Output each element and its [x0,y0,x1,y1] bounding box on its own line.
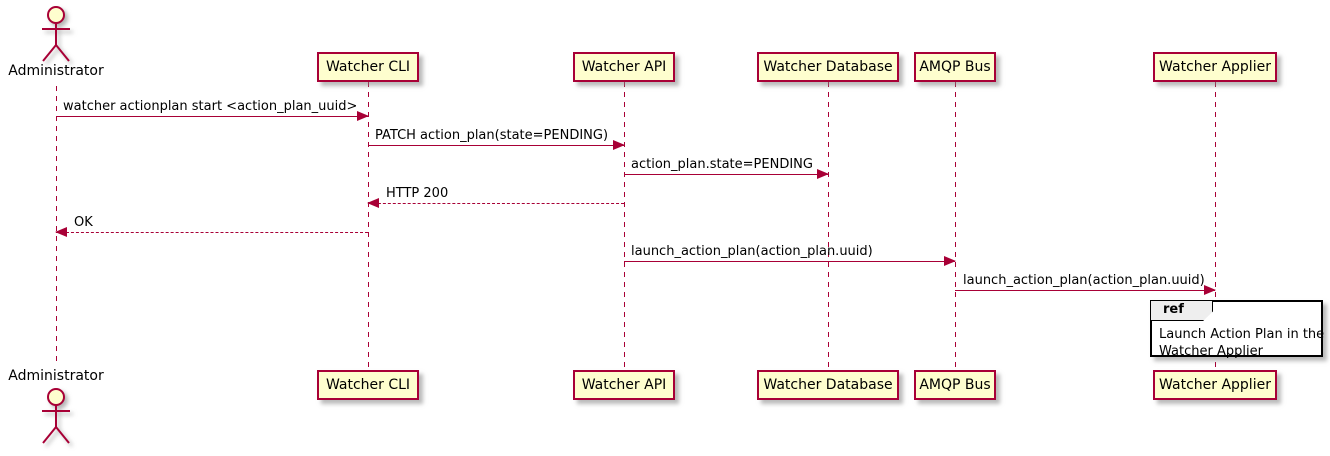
lifeline-watcher-cli [368,82,369,370]
arrowhead-right-icon [944,256,956,266]
arrowhead-right-icon [613,140,625,150]
arrowhead-left-icon [55,227,67,237]
ref-text-line1: Launch Action Plan in the [1159,327,1325,342]
ref-fragment: ref Launch Action Plan in the Watcher Ap… [1150,300,1324,360]
message-label-4: HTTP 200 [386,186,449,201]
message-arrow-7: launch_action_plan(action_plan.uuid) [955,273,1216,295]
arrowhead-left-icon [367,198,379,208]
message-label-6: launch_action_plan(action_plan.uuid) [631,244,873,259]
message-arrow-6: launch_action_plan(action_plan.uuid) [624,244,956,266]
arrowhead-right-icon [357,111,369,121]
ref-text: Launch Action Plan in the Watcher Applie… [1159,326,1324,360]
participant-box-watcher-api-bottom: Watcher API [573,370,675,400]
lifeline-watcher-api [624,82,625,370]
participant-box-watcher-api-top: Watcher API [573,52,675,82]
participant-box-watcher-database-top: Watcher Database [757,52,899,82]
actor-label-bottom: Administrator [8,368,104,384]
lifeline-administrator [56,86,57,366]
message-label-7: launch_action_plan(action_plan.uuid) [963,273,1205,288]
ref-keyword: ref [1151,301,1213,321]
lifeline-watcher-applier [1215,82,1216,370]
participant-box-watcher-cli-top: Watcher CLI [317,52,419,82]
message-arrow-1: watcher actionplan start <action_plan_uu… [56,99,369,121]
message-label-5: OK [74,215,93,230]
message-arrow-3: action_plan.state=PENDING [624,157,829,179]
arrowhead-right-icon [1204,285,1216,295]
message-label-2: PATCH action_plan(state=PENDING) [375,128,609,143]
participant-box-amqp-bus-bottom: AMQP Bus [914,370,996,400]
actor-figure-bottom [42,388,70,444]
message-label-3: action_plan.state=PENDING [631,157,813,172]
arrowhead-right-icon [817,169,829,179]
message-arrow-5: OK [55,215,368,237]
lifeline-watcher-database [828,82,829,370]
participant-box-watcher-applier-top: Watcher Applier [1153,52,1277,82]
participant-box-watcher-database-bottom: Watcher Database [757,370,899,400]
message-label-1: watcher actionplan start <action_plan_uu… [63,99,358,114]
message-arrow-4: HTTP 200 [367,186,624,208]
actor-label-top: Administrator [8,63,104,79]
actor-figure-top [42,6,70,62]
participant-box-amqp-bus-top: AMQP Bus [914,52,996,82]
message-arrow-2: PATCH action_plan(state=PENDING) [368,128,625,150]
ref-text-line2: Watcher Applier [1159,344,1263,359]
lifeline-amqp-bus [955,82,956,370]
participant-box-watcher-cli-bottom: Watcher CLI [317,370,419,400]
participant-box-watcher-applier-bottom: Watcher Applier [1153,370,1277,400]
